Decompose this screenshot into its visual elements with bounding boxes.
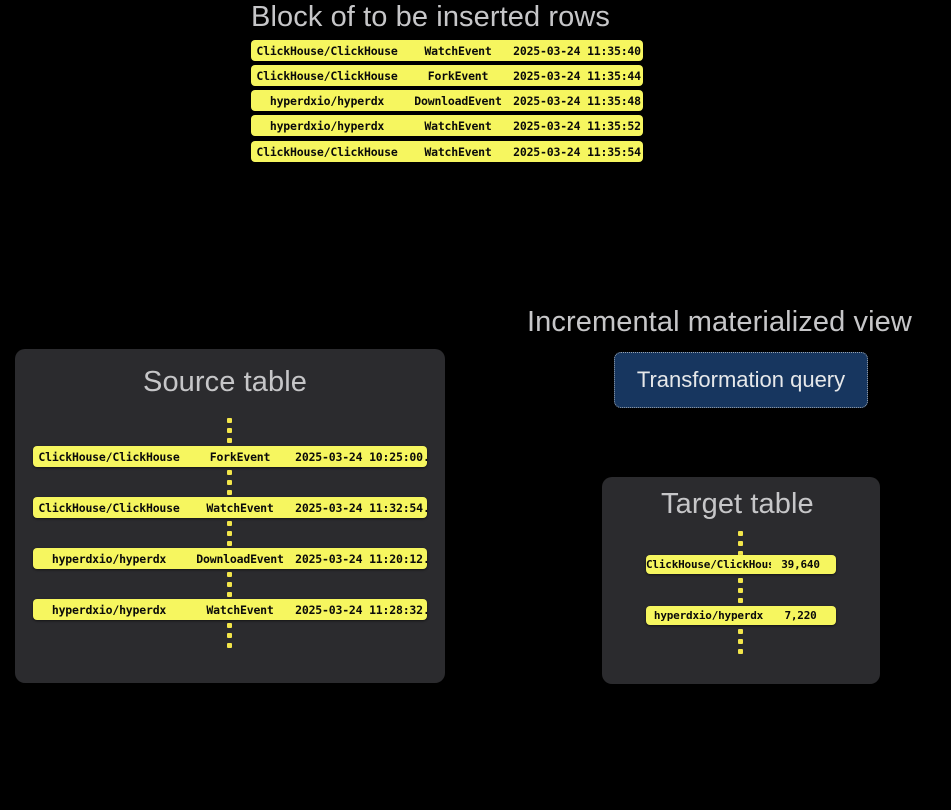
block-row: ClickHouse/ClickHouse WatchEvent 2025-03… <box>251 40 643 61</box>
block-row-timestamp: 2025-03-24 11:35:52 <box>513 118 641 133</box>
target-row-repo: hyperdxio/hyperdx <box>653 609 764 622</box>
block-row: hyperdxio/hyperdx WatchEvent 2025-03-24 … <box>251 115 643 136</box>
materialized-view-title: Incremental materialized view <box>527 306 912 338</box>
block-row-repo: ClickHouse/ClickHouse <box>256 144 398 159</box>
target-table-title: Target table <box>661 488 814 520</box>
source-table-row: ClickHouse/ClickHouse WatchEvent 2025-03… <box>33 497 427 518</box>
block-row-event: WatchEvent <box>424 118 492 133</box>
source-table-row: ClickHouse/ClickHouse ForkEvent 2025-03-… <box>33 446 427 467</box>
vertical-ellipsis-icon <box>226 418 233 443</box>
block-row-more: ... <box>641 119 643 133</box>
block-row-timestamp: 2025-03-24 11:35:54 <box>513 144 641 159</box>
target-table-row: hyperdxio/hyperdx 7,220 <box>646 606 836 625</box>
source-row-timestamp: 2025-03-24 11:28:32 <box>295 602 423 617</box>
block-title: Block of to be inserted rows <box>251 1 611 33</box>
block-row: ClickHouse/ClickHouse ForkEvent 2025-03-… <box>251 65 643 86</box>
vertical-ellipsis-icon <box>226 470 233 495</box>
source-table-row: hyperdxio/hyperdx WatchEvent 2025-03-24 … <box>33 599 427 620</box>
block-row-event: DownloadEvent <box>414 93 502 108</box>
source-row-event: DownloadEvent <box>196 551 284 566</box>
source-row-more: ... <box>423 450 427 464</box>
vertical-ellipsis-icon <box>226 521 233 546</box>
transformation-query-box[interactable]: Transformation query <box>614 352 868 408</box>
source-table-row: hyperdxio/hyperdx DownloadEvent 2025-03-… <box>33 548 427 569</box>
source-row-more: ... <box>423 501 427 515</box>
source-row-event: ForkEvent <box>209 449 271 464</box>
block-row-more: ... <box>641 44 643 58</box>
source-row-timestamp: 2025-03-24 10:25:00 <box>295 449 423 464</box>
vertical-ellipsis-icon <box>737 629 744 654</box>
block-row-timestamp: 2025-03-24 11:35:48 <box>513 93 641 108</box>
block-row: hyperdxio/hyperdx DownloadEvent 2025-03-… <box>251 90 643 111</box>
source-row-more: ... <box>423 552 427 566</box>
block-row-timestamp: 2025-03-24 11:35:44 <box>513 68 641 83</box>
block-row-event: WatchEvent <box>424 43 492 58</box>
block-row-event: WatchEvent <box>424 144 492 159</box>
source-table-title: Source table <box>143 366 308 398</box>
source-row-more: ... <box>423 603 427 617</box>
source-row-repo: ClickHouse/ClickHouse <box>38 449 180 464</box>
vertical-ellipsis-icon <box>226 623 233 648</box>
target-row-count: 7,220 <box>784 609 817 622</box>
vertical-ellipsis-icon <box>737 578 744 603</box>
block-row-event: ForkEvent <box>427 68 489 83</box>
vertical-ellipsis-icon <box>226 572 233 597</box>
source-row-event: WatchEvent <box>206 500 274 515</box>
block-row-more: ... <box>641 145 643 159</box>
vertical-ellipsis-icon <box>737 531 744 556</box>
block-row-repo: ClickHouse/ClickHouse <box>256 68 398 83</box>
block-row-more: ... <box>641 94 643 108</box>
source-row-repo: hyperdxio/hyperdx <box>51 602 167 617</box>
source-row-repo: ClickHouse/ClickHouse <box>38 500 180 515</box>
block-row-repo: hyperdxio/hyperdx <box>269 118 385 133</box>
source-row-timestamp: 2025-03-24 11:20:12 <box>295 551 423 566</box>
block-row-timestamp: 2025-03-24 11:35:40 <box>513 43 641 58</box>
block-row-more: ... <box>641 69 643 83</box>
source-row-repo: hyperdxio/hyperdx <box>51 551 167 566</box>
source-row-timestamp: 2025-03-24 11:32:54 <box>295 500 423 515</box>
source-row-event: WatchEvent <box>206 602 274 617</box>
target-row-repo: ClickHouse/ClickHouse <box>646 558 771 571</box>
block-row: ClickHouse/ClickHouse WatchEvent 2025-03… <box>251 141 643 162</box>
block-row-repo: ClickHouse/ClickHouse <box>256 43 398 58</box>
block-row-repo: hyperdxio/hyperdx <box>269 93 385 108</box>
target-row-count: 39,640 <box>781 558 820 571</box>
target-table-row: ClickHouse/ClickHouse 39,640 <box>646 555 836 574</box>
